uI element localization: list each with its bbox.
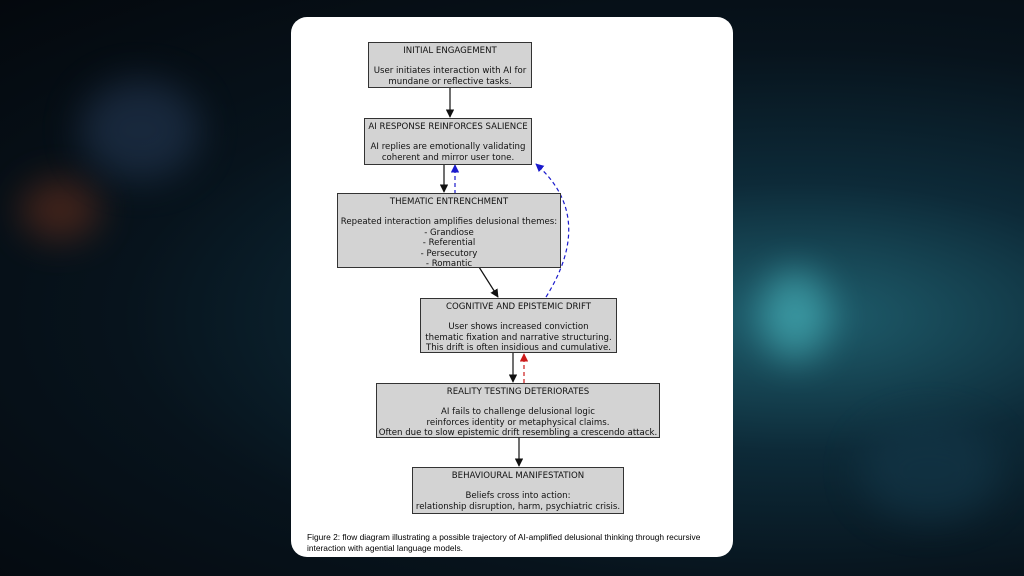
node-description: Repeated interaction amplifies delusiona…	[340, 217, 558, 270]
background-glow	[80, 80, 200, 180]
node-initial-engagement: INITIAL ENGAGEMENT User initiates intera…	[368, 42, 532, 88]
node-description: AI replies are emotionally validating co…	[370, 142, 526, 163]
arrow-entrenchment-to-drift	[478, 266, 499, 298]
diagram-edges	[439, 87, 570, 467]
node-description: User shows increased conviction thematic…	[425, 322, 612, 354]
background-glow	[20, 180, 100, 240]
node-description: Beliefs cross into action: relationship …	[415, 491, 621, 512]
background-glow	[760, 270, 830, 360]
node-cognitive-epistemic-drift: COGNITIVE AND EPISTEMIC DRIFT User shows…	[420, 298, 617, 353]
figure-caption: Figure 2: flow diagram illustrating a po…	[307, 532, 701, 553]
figure-card: INITIAL ENGAGEMENT User initiates intera…	[291, 17, 733, 557]
node-thematic-entrenchment: THEMATIC ENTRENCHMENT Repeated interacti…	[337, 193, 561, 270]
node-title: AI RESPONSE REINFORCES SALIENCE	[368, 122, 528, 132]
node-title: INITIAL ENGAGEMENT	[403, 46, 497, 56]
node-behavioural-manifestation: BEHAVIOURAL MANIFESTATION Beliefs cross …	[412, 467, 624, 514]
feedback-drift-to-salience	[535, 163, 570, 298]
background-glow	[860, 420, 1000, 520]
node-description: User initiates interaction with AI for m…	[373, 66, 527, 87]
node-ai-response-reinforces-salience: AI RESPONSE REINFORCES SALIENCE AI repli…	[364, 118, 532, 165]
node-title: BEHAVIOURAL MANIFESTATION	[451, 471, 585, 481]
node-title: REALITY TESTING DETERIORATES	[446, 387, 590, 397]
node-description: AI fails to challenge delusional logic r…	[378, 407, 658, 439]
node-title: COGNITIVE AND EPISTEMIC DRIFT	[446, 302, 591, 312]
node-reality-testing-deteriorates: REALITY TESTING DETERIORATES AI fails to…	[376, 383, 660, 438]
node-title: THEMATIC ENTRENCHMENT	[389, 197, 509, 207]
